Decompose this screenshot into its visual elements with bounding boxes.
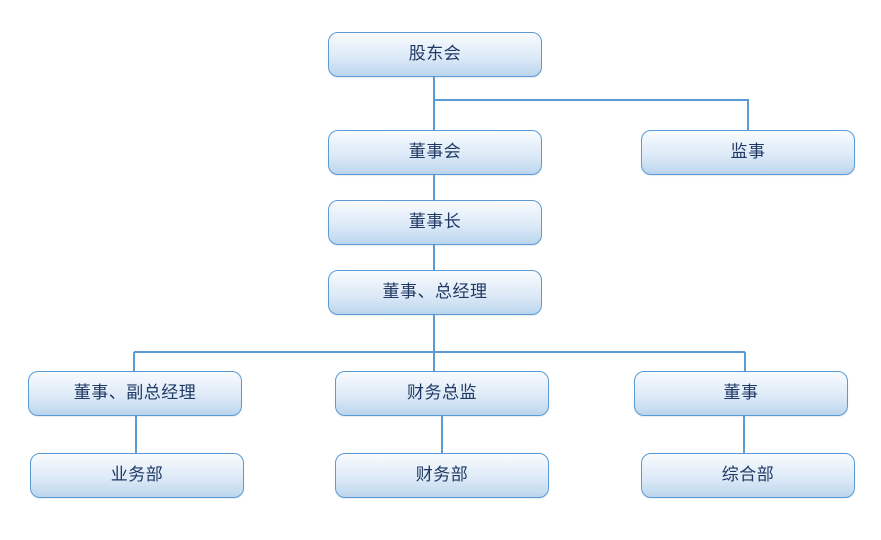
node-finance-dept[interactable]: 财务部 [335,453,549,498]
node-label-chairman: 董事长 [408,212,462,232]
node-board[interactable]: 董事会 [328,130,542,175]
node-director[interactable]: 董事 [634,371,848,416]
node-label-supervisor: 监事 [730,142,766,162]
node-label-board: 董事会 [408,142,462,162]
node-director-deputy-gm[interactable]: 董事、副总经理 [28,371,242,416]
node-shareholders[interactable]: 股东会 [328,32,542,77]
node-supervisor[interactable]: 监事 [641,130,855,175]
node-director-gm[interactable]: 董事、总经理 [328,270,542,315]
node-label-general-dept: 综合部 [721,465,775,485]
edge-shareholders-supervisor [434,99,749,130]
node-label-finance-dept: 财务部 [415,465,469,485]
node-general-dept[interactable]: 综合部 [641,453,855,498]
node-cfo[interactable]: 财务总监 [335,371,549,416]
node-label-director: 董事 [723,383,759,403]
node-label-director-deputy-gm: 董事、副总经理 [73,383,197,403]
node-label-director-gm: 董事、总经理 [382,282,488,302]
node-label-business-dept: 业务部 [110,465,164,485]
node-label-cfo: 财务总监 [407,383,477,403]
node-business-dept[interactable]: 业务部 [30,453,244,498]
node-chairman[interactable]: 董事长 [328,200,542,245]
node-label-shareholders: 股东会 [408,44,462,64]
